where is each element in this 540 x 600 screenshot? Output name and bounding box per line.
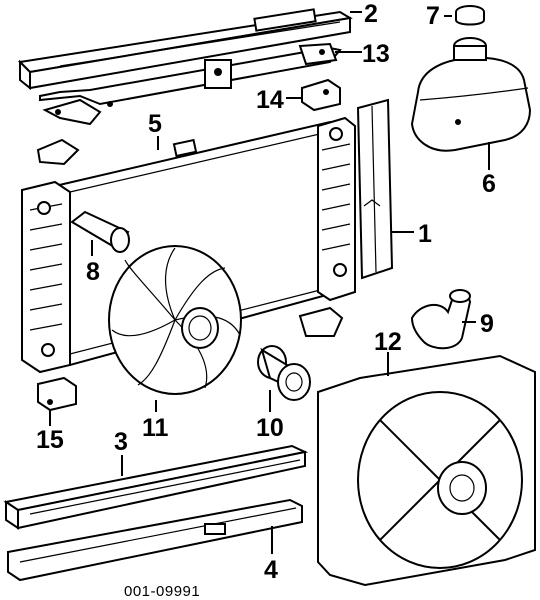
part-lower-deflector — [3, 444, 309, 530]
callout-7: 7 — [426, 2, 440, 30]
callout-12: 12 — [374, 328, 402, 356]
callout-labels: 2 13 14 5 7 6 1 8 9 12 11 10 15 3 4 — [36, 0, 496, 584]
leader-lines — [49, 11, 490, 554]
part-side-seal — [356, 98, 394, 280]
part-upper-insulator — [301, 78, 341, 112]
part-lower-insulator — [37, 376, 77, 412]
callout-4: 4 — [264, 556, 278, 584]
callout-5: 5 — [148, 110, 162, 138]
callout-2: 2 — [364, 0, 378, 28]
part-left-clip — [36, 138, 80, 166]
callout-15: 15 — [36, 426, 64, 454]
callout-1: 1 — [418, 220, 432, 248]
part-8-plug — [70, 210, 130, 253]
callout-3: 3 — [114, 428, 128, 456]
part-fan-shroud — [317, 354, 536, 587]
part-lower-clip — [298, 306, 344, 337]
part-lower-baffle — [7, 498, 303, 582]
part-reservoir-cap — [455, 5, 485, 26]
part-fan — [108, 245, 242, 395]
callout-14: 14 — [256, 86, 284, 114]
part-overflow-hose — [410, 289, 472, 350]
reference-code: 001-09991 — [124, 583, 200, 600]
part-fan-motor — [257, 345, 311, 401]
part-upper-support-bar — [17, 8, 353, 91]
callout-10: 10 — [256, 414, 284, 442]
part-coolant-reservoir — [410, 37, 532, 152]
callout-8: 8 — [86, 258, 100, 286]
callout-9: 9 — [480, 310, 494, 338]
callout-13: 13 — [362, 40, 390, 68]
part-upper-bracket-assembly — [39, 42, 342, 126]
callout-11: 11 — [142, 414, 169, 442]
callout-6: 6 — [482, 170, 496, 198]
